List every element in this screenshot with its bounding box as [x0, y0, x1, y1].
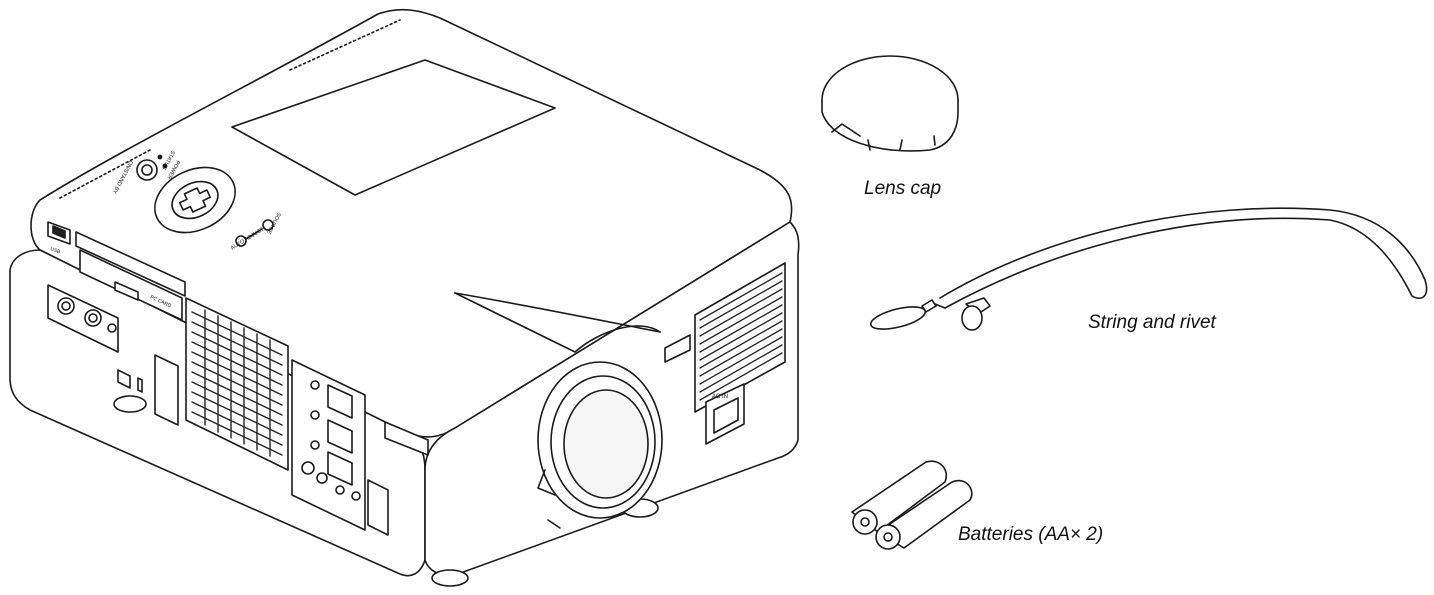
side-vent-grille	[694, 262, 786, 413]
ac-inlet: AC IN	[705, 383, 745, 445]
lens-cap-label: Lens cap	[864, 178, 942, 199]
usb-label: USB	[49, 246, 61, 255]
top-cover-panel	[231, 59, 556, 196]
batteries-label: Batteries (AA× 2)	[958, 524, 1104, 545]
left-face-ports: USB PC CARD	[47, 221, 186, 426]
projector: AC IN STATUS POWER ON/STAND BY	[9, 8, 800, 587]
filter-grille	[185, 297, 289, 471]
lens-cap-illustration	[821, 55, 959, 152]
ac-in-label: AC IN	[712, 394, 728, 400]
string-rivet-label: String and rivet	[1088, 312, 1216, 333]
string-rivet-illustration	[869, 207, 1428, 331]
batteries-illustration	[851, 460, 973, 550]
connector-panel	[291, 359, 389, 536]
projector-lens	[537, 361, 663, 529]
